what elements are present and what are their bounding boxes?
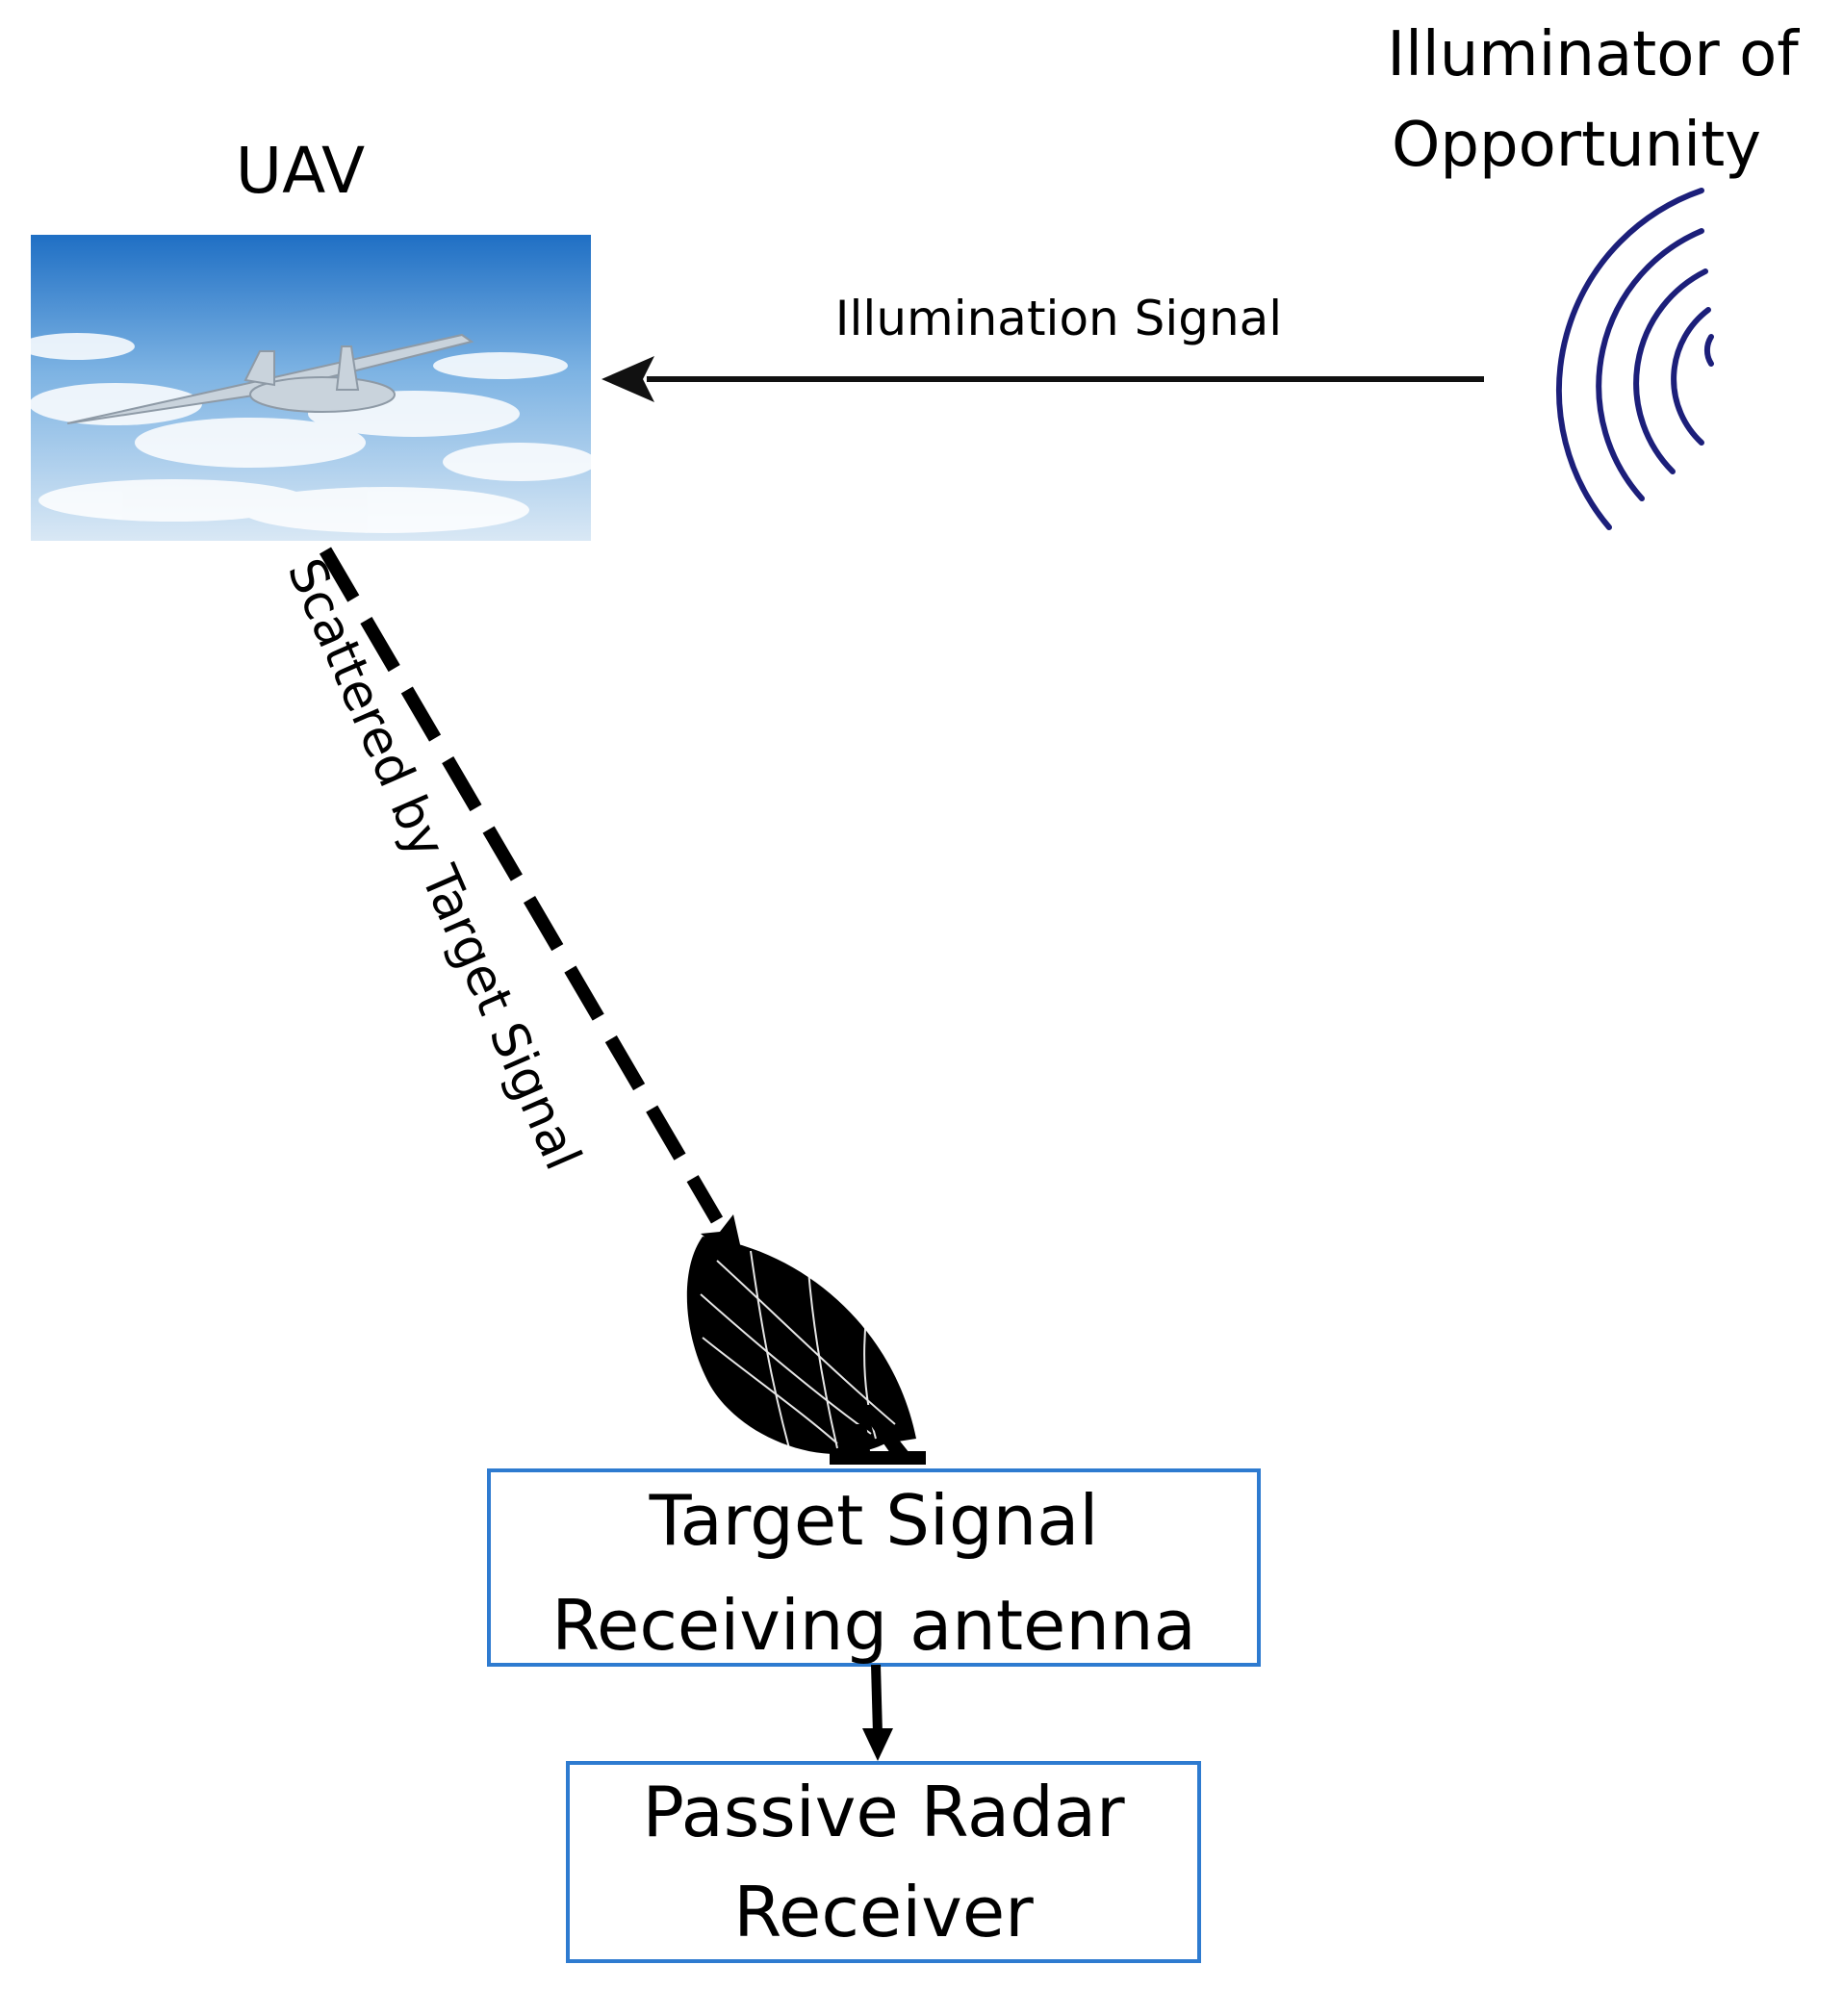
satellite-dish-icon [686,1237,926,1465]
radio-wave-icon [1555,188,1714,530]
receiver-box-line2: Receiver [733,1872,1034,1952]
receiver-box-line1: Passive Radar [642,1772,1125,1852]
illuminator-label-line1: Illuminator of [1387,19,1800,90]
antenna-box-line2: Receiving antenna [551,1585,1195,1666]
antenna-box: Target Signal Receiving antenna [487,1468,1261,1667]
uav-label: UAV [236,134,365,208]
illuminator-label-line2: Opportunity [1392,110,1761,181]
uav-photo-icon [19,235,597,541]
receiver-box: Passive Radar Receiver [566,1761,1201,1963]
antenna-box-line1: Target Signal [649,1480,1099,1561]
illumination-signal-label: Illumination Signal [835,291,1282,346]
illumination-arrow [602,356,1484,402]
scattered-signal-label: Scattered by Target Signal [275,550,591,1179]
connector-arrow [862,1664,893,1761]
